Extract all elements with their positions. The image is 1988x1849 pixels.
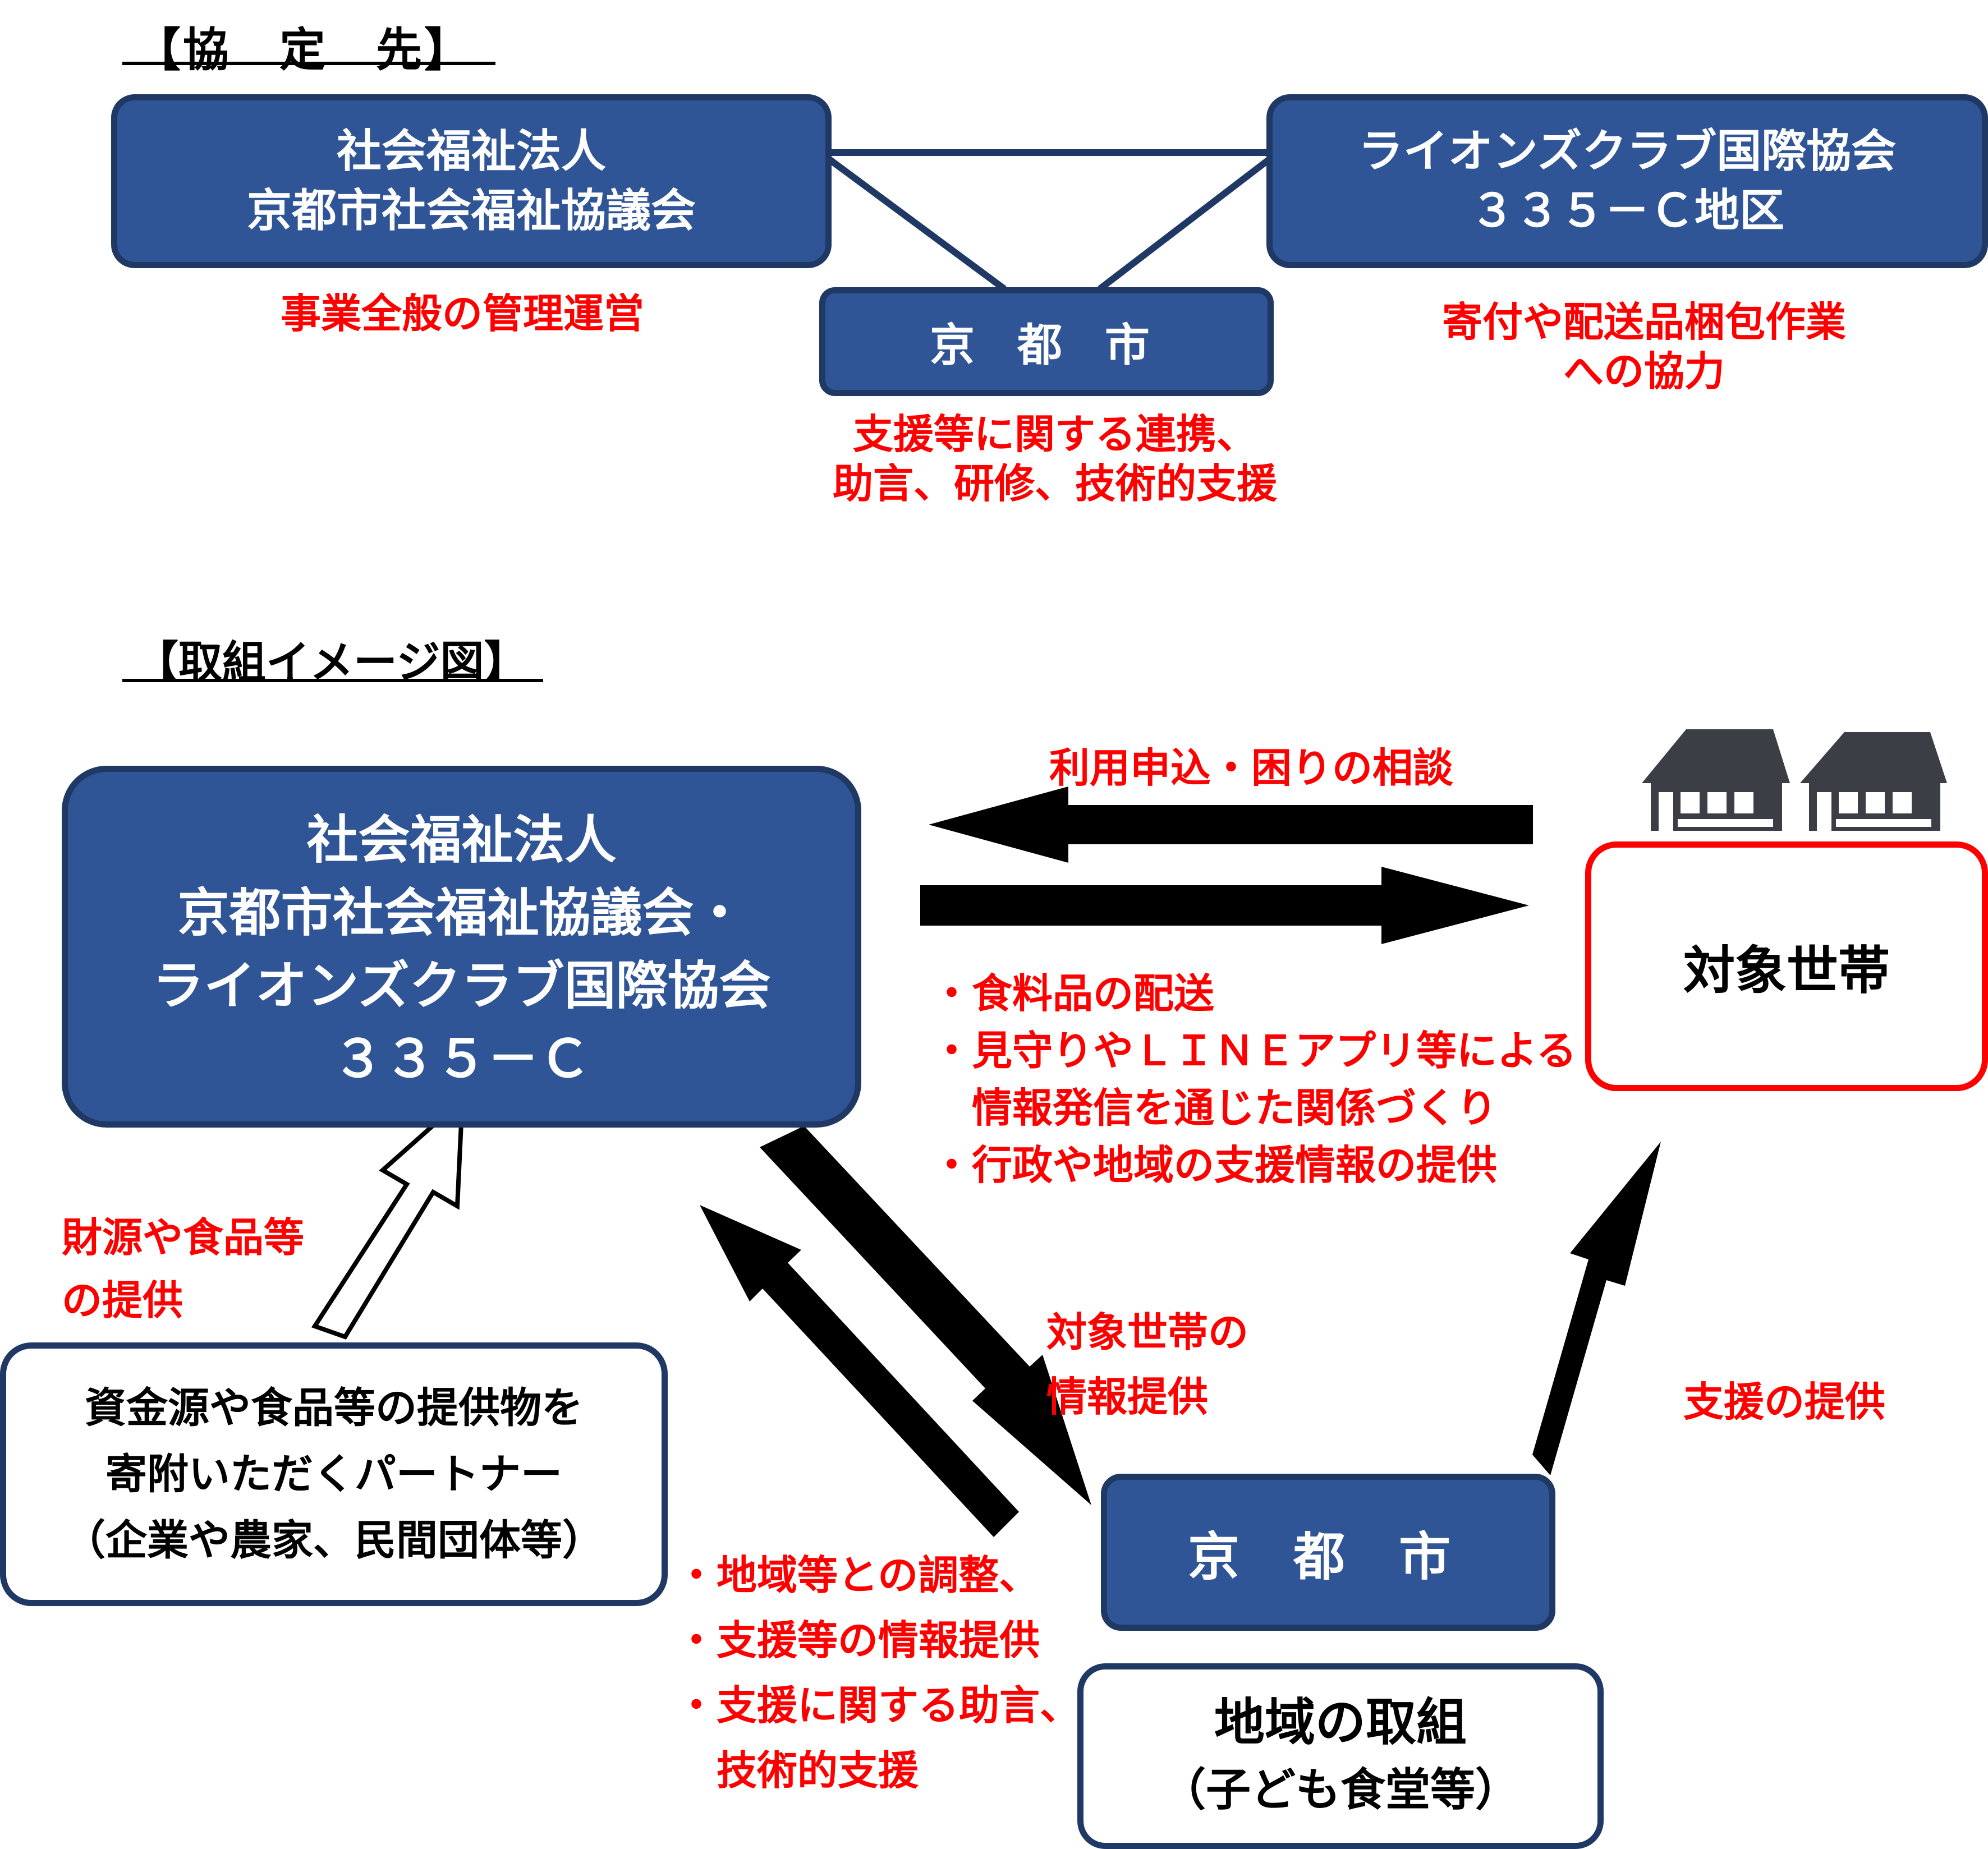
shakyo-box-line-2: 京都市社会福祉協議会 [247,185,696,237]
coordination-item: ・地域等との調整、 [676,1552,1040,1599]
lions-role-line-2: への協力 [1563,348,1725,395]
lions-role: 寄付や配送品梱包作業 への協力 [1403,297,1885,396]
support-arrow [1532,1142,1661,1475]
donation-label-line-1: 財源や食品等 [62,1214,305,1261]
city-box-top-label: 京 都 市 [930,319,1163,371]
city-box-top: 京 都 市 [819,287,1274,396]
lions-box-line-2: ３３５－Ｃ地区 [1470,185,1784,237]
service-list: ・食料品の配送 ・見守りやＬＩＮＥアプリ等による 情報発信を通じた関係づくり ・… [931,965,1577,1194]
house-icon [1642,729,1790,831]
request-label: 利用申込・困りの相談 [1049,744,1454,792]
service-item: ・食料品の配送 [931,970,1215,1017]
coordination-arrow [700,1205,1019,1537]
coordination-list: ・地域等との調整、 ・支援等の情報提供 ・支援に関する助言、 技術的支援 [676,1543,1080,1803]
donation-arrow [311,1094,465,1340]
donation-label-line-2: の提供 [62,1277,183,1324]
coordination-item: ・支援に関する助言、 [676,1682,1081,1729]
community-box: 地域の取組 （子ども食堂等） [1077,1663,1604,1849]
service-item: ・見守りやＬＩＮＥアプリ等による [931,1027,1577,1074]
info-arrow [760,1126,1091,1505]
donation-label: 財源や食品等 の提供 [62,1206,304,1332]
service-item: 情報発信を通じた関係づくり [931,1084,1498,1132]
main-box-line-1: 社会福祉法人 [306,809,617,870]
agreement-header: 【協 定 先】 [135,24,473,77]
shakyo-role: 事業全般の管理運営 [281,290,645,337]
service-arrow [920,867,1529,944]
scheme-header-underline [122,679,543,682]
info-label: 対象世帯の 情報提供 [1046,1300,1248,1429]
target-box-label: 対象世帯 [1683,941,1890,1001]
partner-box-line-3: （企業や農家、民間団体等） [64,1516,604,1565]
city-role-line-2: 助言、研修、技術的支援 [832,460,1277,507]
main-box-line-3: ライオンズクラブ国際協会 [152,955,771,1016]
info-label-line-2: 情報提供 [1046,1373,1209,1420]
lions-box-line-1: ライオンズクラブ国際協会 [1358,125,1897,177]
house-icon [1800,732,1947,831]
link-lions-city [1098,157,1271,292]
service-item: ・行政や地域の支援情報の提供 [931,1142,1498,1189]
city-role: 支援等に関する連携、 助言、研修、技術的支援 [802,410,1307,508]
coordination-item: 技術的支援 [676,1747,919,1794]
partner-box: 資金源や食品等の提供物を 寄附いただくパートナー （企業や農家、民間団体等） [0,1342,668,1606]
partner-box-line-1: 資金源や食品等の提供物を [85,1384,583,1432]
info-label-line-1: 対象世帯の [1046,1309,1249,1356]
request-arrow [929,786,1533,863]
link-shakyo-city [827,157,1007,292]
partner-box-line-2: 寄附いただくパートナー [105,1450,562,1498]
agreement-header-underline [122,62,495,65]
community-box-line-1: 地域の取組 [1214,1692,1467,1752]
city-box-bottom-label: 京 都 市 [1187,1526,1469,1587]
shakyo-box-line-1: 社会福祉法人 [337,125,606,177]
shakyo-box: 社会福祉法人 京都市社会福祉協議会 [111,94,832,268]
lions-box: ライオンズクラブ国際協会 ３３５－Ｃ地区 [1266,94,1988,268]
support-label: 支援の提供 [1683,1378,1886,1425]
main-box: 社会福祉法人 京都市社会福祉協議会・ ライオンズクラブ国際協会 ３３５－Ｃ [62,766,861,1128]
main-box-line-4: ３３５－Ｃ [332,1028,591,1089]
lions-role-line-1: 寄付や配送品梱包作業 [1441,298,1846,346]
city-role-line-1: 支援等に関する連携、 [852,411,1257,458]
target-box: 対象世帯 [1585,841,1988,1091]
city-box-bottom: 京 都 市 [1101,1474,1555,1631]
coordination-item: ・支援等の情報提供 [676,1617,1040,1664]
main-box-line-2: 京都市社会福祉協議会・ [177,882,746,943]
community-box-line-2: （子ども食堂等） [1161,1763,1520,1816]
